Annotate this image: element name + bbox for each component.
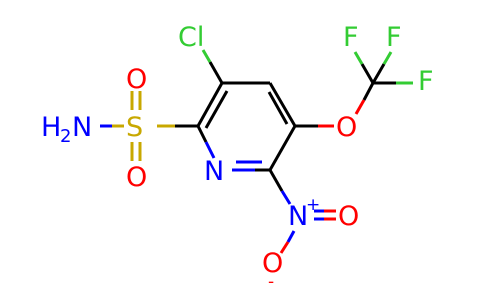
atom-f3: F — [418, 66, 434, 97]
atom-o-sulfonyl-bottom: O — [126, 162, 147, 193]
atom-n-ring: N — [204, 156, 224, 187]
bond-o-c-b — [362, 82, 375, 101]
bond-n-c2-b — [196, 125, 208, 143]
bond-c4-c5-double — [267, 91, 289, 125]
atom-amine-h: H — [41, 112, 61, 143]
bond-c-f2-color — [382, 51, 393, 65]
bond-c3-cl — [208, 61, 224, 84]
bond-c6-nno2 — [268, 169, 284, 192]
atom-o-sulfonyl-top: O — [126, 64, 147, 95]
atom-f2: F — [386, 22, 402, 53]
atom-o-nitro-single: O — [262, 248, 283, 279]
bond-c2-c3-double — [204, 90, 229, 129]
bond-n-o-single — [286, 230, 296, 243]
bond-c-f1 — [360, 63, 375, 84]
bond-o-c — [354, 99, 366, 115]
bond-n-o-single-b — [279, 241, 290, 254]
atom-amine-sub: 2 — [60, 126, 71, 147]
bond-c4-c5 — [268, 82, 297, 127]
bond-c3-cl-color — [201, 49, 212, 63]
bond-c6-nno2-color — [280, 190, 292, 205]
atom-amine-n: N — [72, 112, 92, 143]
atom-o-ether: O — [336, 112, 357, 143]
atom-n-nitro: N — [288, 201, 308, 232]
bond-c-f1-color — [353, 51, 364, 65]
atom-cl: Cl — [178, 22, 204, 53]
charge-n-nitro: + — [306, 195, 320, 215]
atom-s: S — [126, 112, 143, 143]
charge-o-nitro: - — [268, 272, 274, 292]
bond-c5-c6 — [268, 125, 297, 171]
atom-f1: F — [343, 22, 359, 53]
atom-o-nitro-double: O — [338, 201, 359, 232]
bond-c-f2 — [371, 63, 386, 84]
bond-c2-c3 — [196, 82, 224, 127]
bond-n-c2 — [204, 141, 216, 159]
